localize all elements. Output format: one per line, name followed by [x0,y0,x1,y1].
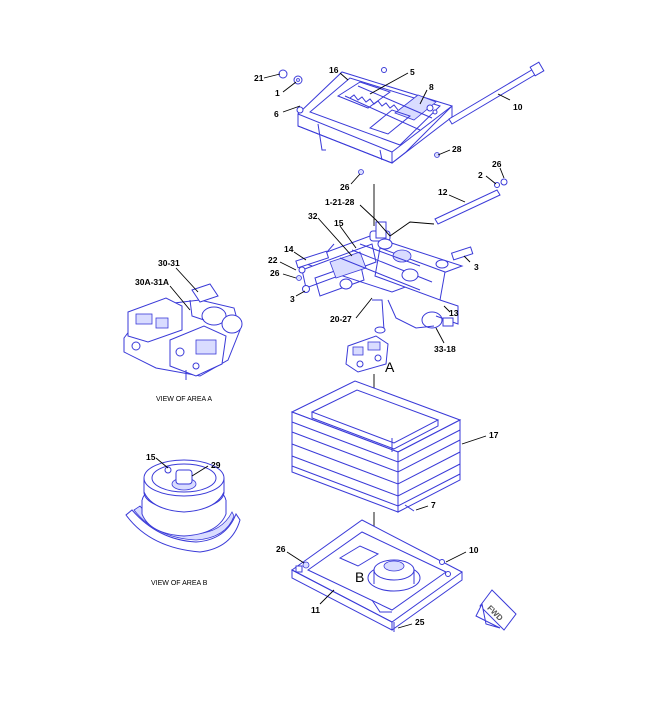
slide-rail-teeth [349,94,399,111]
callout-21: 21 [254,73,264,83]
callout-30a-31a: 30A-31A [135,277,169,287]
bellows-cushion [290,380,462,513]
caption-view-area-a: VIEW OF AREA A [156,396,212,403]
callout-3-right: 3 [474,262,479,272]
pin-14 [295,250,330,269]
callout-1: 1 [275,88,280,98]
callout-6: 6 [274,109,279,119]
rod-10-top [448,61,545,125]
nut-26-top [358,169,364,175]
view-area-a-detail [123,283,243,380]
callout-22: 22 [268,255,278,265]
callout-15-area-b: 15 [146,452,156,462]
rod-12 [434,178,508,225]
callout-7: 7 [431,500,436,510]
callout-8: 8 [429,82,434,92]
callout-11: 11 [311,605,320,615]
callout-28: 28 [452,144,462,154]
callout-16: 16 [329,65,339,75]
callout-14: 14 [284,244,294,254]
nut-28 [434,152,440,158]
bolt-3-left [302,285,310,293]
pin-3-right [450,246,474,261]
callout-17: 17 [489,430,499,440]
callout-10-base: 10 [469,545,479,555]
callout-10-top: 10 [513,102,523,112]
callout-33-18: 33-18 [434,344,456,354]
callout-15: 15 [334,218,344,228]
base-plate [291,519,463,631]
caption-view-area-b: VIEW OF AREA B [151,580,208,587]
callout-20-27: 20-27 [330,314,352,324]
callout-26-right: 26 [492,159,502,169]
area-a-label: A [385,359,395,375]
nut-26-base [302,561,310,569]
callout-29: 29 [211,460,221,470]
callout-1-21-28: 1-21-28 [325,197,355,207]
callout-30-31: 30-31 [158,258,180,268]
callout-13: 13 [449,308,459,318]
pin-1-21-28 [375,221,387,239]
nut-22 [298,266,306,274]
view-area-b-detail [125,459,241,553]
area-b-label: B [355,569,364,585]
area-a-valve [345,335,389,373]
fwd-arrow [475,589,517,631]
screw-7 [404,504,415,512]
callout-32: 32 [308,211,318,221]
callout-12: 12 [438,187,448,197]
screw-21-head [278,69,288,79]
callout-26-base: 26 [276,544,286,554]
suspension-mechanism [298,230,464,334]
callout-labels: 21 1 6 16 5 8 10 28 26 26 2 12 1-21-28 3… [135,65,523,627]
callout-25: 25 [415,617,425,627]
callout-5: 5 [410,67,415,77]
callout-3-left: 3 [290,294,295,304]
callout-2: 2 [478,170,483,180]
callout-26-left: 26 [270,268,280,278]
nut-26-left [296,275,302,281]
callout-26-top: 26 [340,182,350,192]
leader-lines [155,72,511,629]
